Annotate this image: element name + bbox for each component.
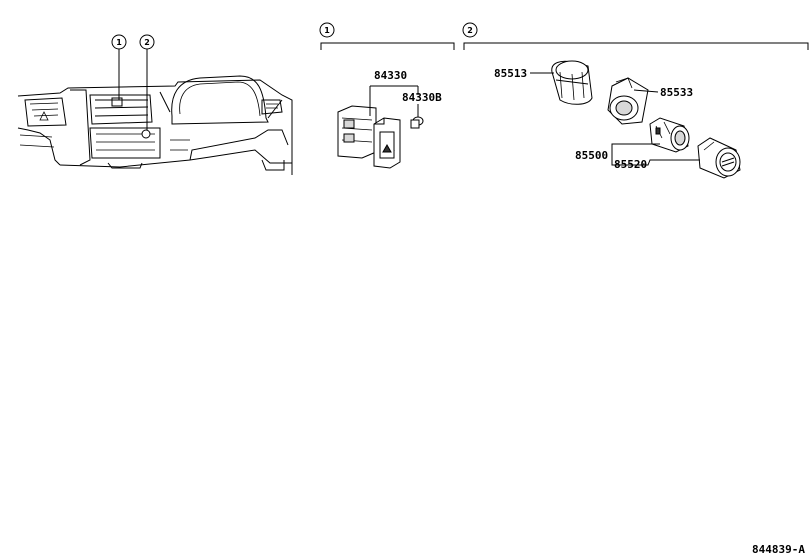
socket-85513: 85513	[494, 60, 593, 105]
svg-text:1: 1	[116, 38, 122, 47]
svg-text:1: 1	[324, 26, 330, 35]
leader-84330: 84330 84330B	[369, 69, 442, 117]
svg-text:85500: 85500	[575, 149, 608, 162]
hazard-switch	[337, 105, 401, 169]
svg-text:85533: 85533	[660, 86, 693, 99]
svg-text:85513: 85513	[494, 67, 527, 80]
callout-1-dashboard: 1	[111, 34, 127, 100]
ring-85533: 85533	[607, 77, 693, 125]
svg-text:2: 2	[467, 26, 473, 35]
svg-text:84330B: 84330B	[402, 91, 442, 104]
svg-text:84330: 84330	[374, 69, 407, 82]
group-2-bracket: 2	[462, 22, 809, 50]
bulb-84330b	[410, 116, 424, 129]
svg-text:85520: 85520	[614, 158, 647, 171]
diagram-reference-code: 844839-A	[752, 543, 805, 556]
callout-2-dashboard: 2	[139, 34, 155, 130]
leader-85500: 85500 85520	[575, 143, 700, 171]
svg-text:2: 2	[144, 38, 150, 47]
group-1-bracket: 1	[319, 22, 455, 50]
dashboard-overview	[17, 75, 293, 175]
knob-85520	[697, 137, 741, 179]
lighter-element-85500	[649, 117, 690, 153]
